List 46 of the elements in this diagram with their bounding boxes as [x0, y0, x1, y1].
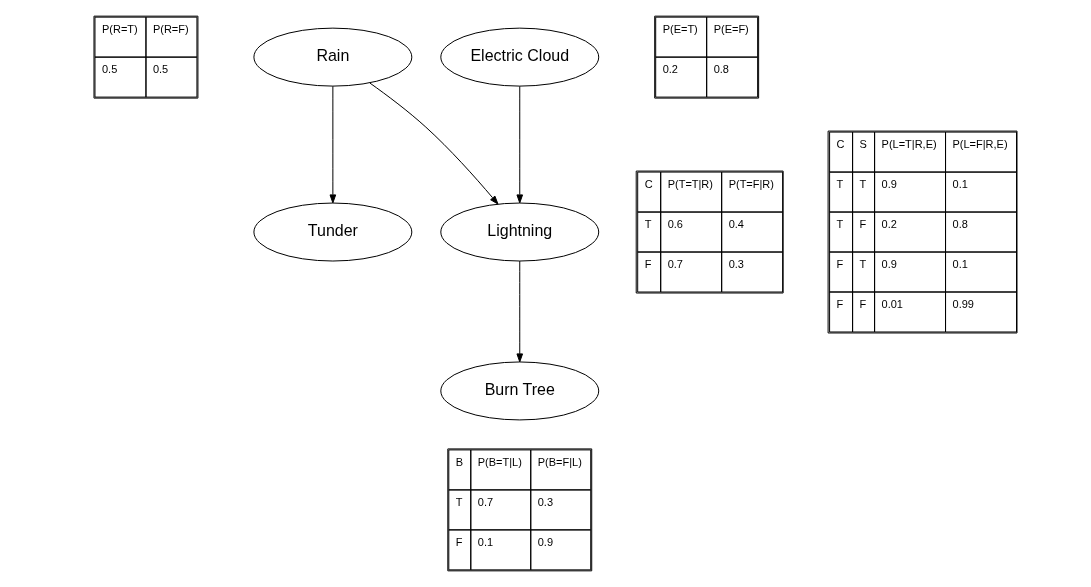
label: T — [836, 217, 843, 230]
label: F — [859, 217, 866, 230]
label: F — [859, 297, 866, 310]
label: T — [859, 257, 866, 270]
label: 0.2 — [881, 217, 897, 230]
label: P(L=T|R,E) — [881, 137, 937, 150]
label: P(B=T|L) — [477, 455, 522, 468]
label: 0.3 — [537, 495, 553, 508]
label: T — [644, 217, 651, 230]
label: 0.4 — [728, 217, 744, 230]
label: P(E=F) — [713, 22, 749, 35]
label: C — [836, 137, 845, 150]
label: P(T=F|R) — [728, 177, 774, 190]
label: F — [644, 257, 651, 270]
label: P(E=T) — [662, 22, 698, 35]
label: 0.6 — [667, 217, 683, 230]
label: 0.8 — [713, 62, 729, 75]
label: P(R=T) — [101, 22, 138, 35]
label: S — [859, 137, 867, 150]
label: 0.9 — [881, 177, 897, 190]
label: C — [644, 177, 653, 190]
label: 0.2 — [662, 62, 678, 75]
label: 0.5 — [101, 62, 117, 75]
label: T — [859, 177, 866, 190]
label: 0.1 — [952, 257, 968, 270]
label: 0.99 — [952, 297, 974, 310]
label: 0.1 — [952, 177, 968, 190]
label: T — [836, 177, 843, 190]
label: P(L=F|R,E) — [952, 137, 1008, 150]
label: F — [836, 297, 843, 310]
label: P(T=T|R) — [667, 177, 713, 190]
label: 0.01 — [881, 297, 903, 310]
label: 0.8 — [952, 217, 968, 230]
label: 0.9 — [881, 257, 897, 270]
label: 0.7 — [667, 257, 683, 270]
label: T — [455, 495, 463, 508]
label: 0.3 — [728, 257, 744, 270]
label: 0.5 — [152, 62, 168, 75]
label: P(R=F) — [152, 22, 189, 35]
label: 0.9 — [537, 535, 553, 548]
label: 0.1 — [477, 535, 493, 548]
label: F — [836, 257, 843, 270]
label: 0.7 — [477, 495, 493, 508]
label: B — [455, 455, 463, 468]
label: F — [455, 535, 463, 548]
label: P(B=F|L) — [537, 455, 582, 468]
